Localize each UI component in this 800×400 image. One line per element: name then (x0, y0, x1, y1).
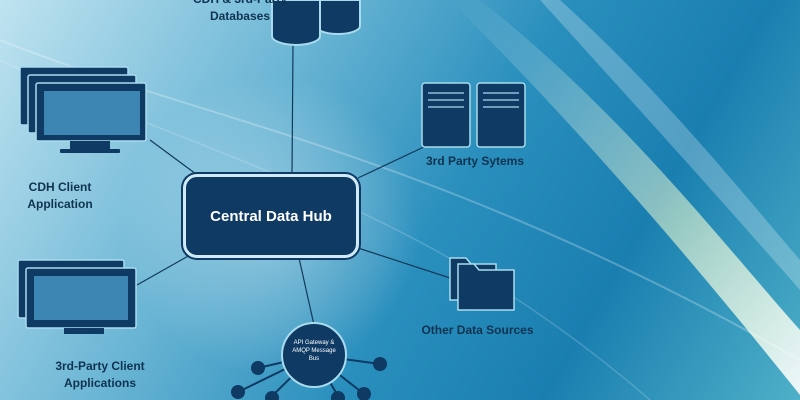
other-sources-label: Other Data Sources (421, 323, 534, 337)
databases-label: CDH & 3rd-Party Databases (193, 0, 287, 23)
link-cdh-client (149, 139, 197, 175)
network-icon (231, 322, 387, 400)
cdh-client-label: CDH Client Application (27, 180, 93, 211)
api-gateway-label: API Gateway & AMQP Message Bus (292, 340, 336, 362)
hub-label: Central Data Hub (210, 207, 332, 225)
link-databases (291, 43, 294, 175)
link-third-party-client (136, 254, 191, 286)
link-api-gateway (298, 257, 315, 326)
folder-icon (449, 257, 515, 311)
server-icon (421, 82, 526, 148)
monitor-stack-icon (17, 259, 137, 334)
third-party-client-label: 3rd-Party Client Applications (55, 359, 145, 390)
link-other-sources (357, 247, 451, 279)
third-party-systems-label: 3rd Party Sytems (425, 154, 525, 168)
database-icon (271, 0, 361, 46)
connection-lines (136, 43, 451, 326)
link-third-party-systems (357, 144, 429, 179)
monitor-stack-icon (19, 66, 147, 153)
central-data-hub: Central Data Hub (183, 174, 359, 258)
